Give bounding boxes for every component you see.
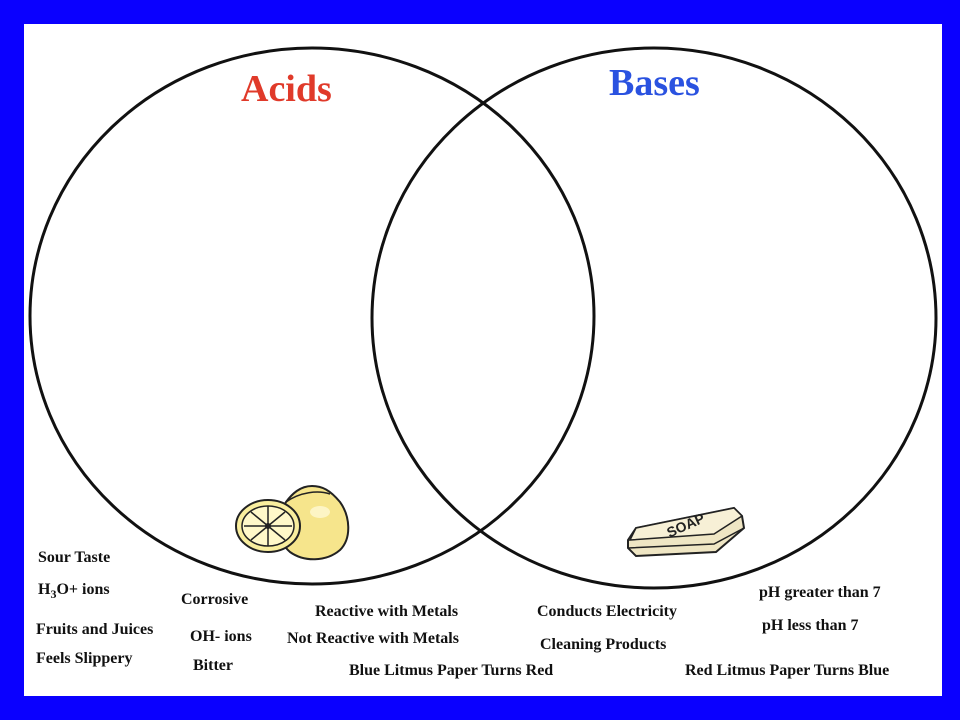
term-ph-less: pH less than 7 — [762, 617, 859, 634]
term-h3o-ions: H3O+ ions — [38, 581, 110, 602]
term-not-reactive-metals: Not Reactive with Metals — [287, 630, 459, 647]
acids-heading: Acids — [241, 68, 332, 110]
lemon-icon — [235, 484, 350, 561]
term-h3o-suffix: O+ ions — [56, 581, 110, 598]
soap-icon: SOAP — [627, 506, 746, 558]
term-reactive-metals: Reactive with Metals — [315, 603, 459, 620]
bases-heading: Bases — [609, 62, 700, 104]
term-red-litmus: Red Litmus Paper Turns Blue — [685, 662, 890, 679]
bases-circle — [370, 46, 938, 590]
term-feels-slippery: Feels Slippery — [36, 650, 133, 667]
term-conducts-electricity: Conducts Electricity — [537, 603, 677, 620]
term-bitter: Bitter — [193, 657, 233, 674]
term-corrosive: Corrosive — [181, 591, 249, 608]
acids-circle — [28, 46, 596, 586]
term-ph-greater: pH greater than 7 — [759, 584, 881, 601]
term-fruits-juices: Fruits and Juices — [36, 621, 154, 638]
term-blue-litmus: Blue Litmus Paper Turns Red — [349, 662, 554, 679]
term-sour-taste: Sour Taste — [38, 549, 111, 566]
term-oh-ions: OH- ions — [190, 628, 252, 645]
term-h3o-subscript: 3 — [50, 587, 57, 602]
term-cleaning-products: Cleaning Products — [540, 636, 667, 653]
term-h3o-prefix: H — [38, 581, 51, 598]
diagram-canvas — [24, 24, 942, 696]
